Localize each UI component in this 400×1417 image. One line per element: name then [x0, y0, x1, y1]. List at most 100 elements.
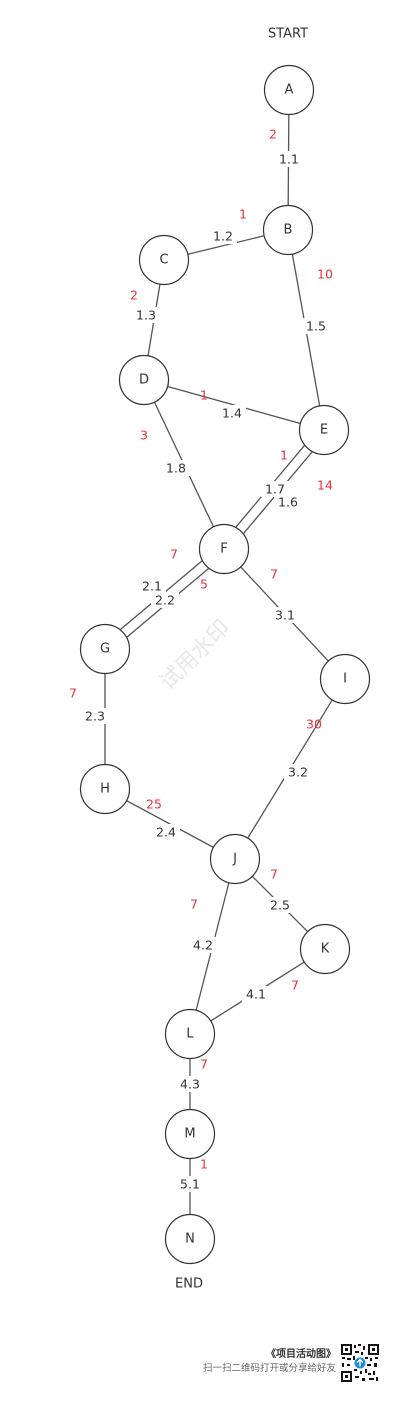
node-circle[interactable] [164, 1213, 216, 1265]
node-circle[interactable] [319, 653, 371, 705]
edge-label-bg [151, 592, 179, 608]
node-j[interactable]: J [209, 833, 261, 885]
node-label: L [186, 1027, 194, 1042]
footer-subtitle: 扫一扫二维码打开或分享给好友 [202, 1363, 336, 1374]
edge-label-bg [302, 318, 330, 334]
edge-label-bg [284, 764, 312, 780]
node-k[interactable]: K [299, 923, 351, 975]
activity-code: 2.5 [270, 898, 290, 913]
qr-code-icon[interactable] [340, 1343, 380, 1383]
activity-code: 1.5 [306, 319, 326, 334]
activity-code: 1.8 [166, 461, 186, 476]
node-circle[interactable] [79, 623, 131, 675]
node-label: B [284, 223, 293, 238]
node-label: H [100, 782, 110, 797]
node-label: J [232, 852, 237, 867]
activity-duration: 1 [200, 388, 208, 403]
activity-code: 2.4 [156, 825, 176, 840]
node-l[interactable]: L [164, 1008, 216, 1060]
activity-duration: 7 [270, 867, 278, 882]
node-circle[interactable] [164, 1008, 216, 1060]
node-c[interactable]: C [138, 234, 190, 286]
activity-code: 1.4 [222, 406, 242, 421]
nodes-layer: A B C D E F G H I J K L M N [79, 64, 371, 1265]
edge-label-bg [162, 460, 190, 476]
edge-b-c [187, 235, 265, 255]
activity-duration: 25 [146, 797, 162, 812]
activity-code: 2.2 [155, 593, 175, 608]
node-circle[interactable] [299, 923, 351, 975]
activity-code: 4.3 [180, 1077, 200, 1092]
activity-code: 4.2 [193, 938, 213, 953]
activity-duration: 7 [69, 686, 77, 701]
activity-duration: 30 [306, 717, 322, 732]
edge-label-bg [242, 986, 270, 1002]
node-circle[interactable] [263, 64, 315, 116]
activity-duration: 7 [200, 1057, 208, 1072]
activity-duration: 7 [170, 547, 178, 562]
activity-duration: 1 [280, 448, 288, 463]
node-label: I [343, 672, 347, 687]
activity-duration: 3 [140, 428, 148, 443]
edge-label-bg [176, 1076, 204, 1092]
edge-label-bg [275, 151, 303, 167]
node-circle[interactable] [118, 354, 170, 406]
node-circle[interactable] [79, 763, 131, 815]
node-circle[interactable] [298, 404, 350, 456]
node-a[interactable]: A [263, 64, 315, 116]
edge-label-bg [138, 578, 166, 594]
activity-duration: 1 [239, 207, 247, 222]
activity-code: 5.1 [180, 1177, 200, 1192]
activity-duration: 7 [190, 897, 198, 912]
node-d[interactable]: D [118, 354, 170, 406]
activity-code: 2.1 [142, 579, 162, 594]
edge-label-bg [271, 607, 299, 623]
activity-duration: 7 [291, 978, 299, 993]
activity-code: 1.3 [136, 308, 156, 323]
activity-code: 1.6 [278, 495, 298, 510]
node-label: M [184, 1127, 195, 1142]
activity-code: 4.1 [246, 987, 266, 1002]
node-m[interactable]: M [164, 1108, 216, 1160]
edge-label-bg [274, 494, 302, 510]
activity-code: 1.2 [213, 229, 233, 244]
node-b[interactable]: B [262, 204, 314, 256]
activity-duration: 7 [270, 567, 278, 582]
node-i[interactable]: I [319, 653, 371, 705]
start-label: START [268, 27, 308, 42]
node-label: K [321, 942, 330, 957]
node-circle[interactable] [138, 234, 190, 286]
activity-duration: 2 [130, 288, 138, 303]
footer: 《项目活动图》 扫一扫二维码打开或分享给好友 [203, 1348, 336, 1376]
node-label: F [220, 542, 227, 557]
activity-code: 3.1 [275, 608, 295, 623]
edge-label-bg [81, 708, 109, 724]
node-label: D [139, 373, 149, 388]
edge-label-bg [218, 405, 246, 421]
edge-label-bg [266, 897, 294, 913]
end-label: END [175, 1277, 203, 1292]
node-label: G [100, 642, 110, 657]
node-circle[interactable] [209, 833, 261, 885]
node-circle[interactable] [262, 204, 314, 256]
activity-duration: 1 [200, 1157, 208, 1172]
node-f[interactable]: F [198, 523, 250, 575]
edges-layer: 1.121.211.321.411.5101.6141.711.832.172.… [69, 114, 333, 1215]
node-circle[interactable] [164, 1108, 216, 1160]
watermark: 试用水印 [155, 615, 235, 695]
edge-label-bg [261, 481, 289, 497]
activity-duration: 10 [317, 267, 333, 282]
node-label: A [285, 83, 294, 98]
node-label: C [159, 253, 168, 268]
edge-label-bg [209, 228, 237, 244]
node-circle[interactable] [198, 523, 250, 575]
node-label: N [185, 1232, 195, 1247]
activity-code: 3.2 [288, 765, 308, 780]
node-h[interactable]: H [79, 763, 131, 815]
node-n[interactable]: N [164, 1213, 216, 1265]
activity-duration: 2 [269, 127, 277, 142]
node-e[interactable]: E [298, 404, 350, 456]
node-g[interactable]: G [79, 623, 131, 675]
activity-duration: 14 [317, 478, 333, 493]
